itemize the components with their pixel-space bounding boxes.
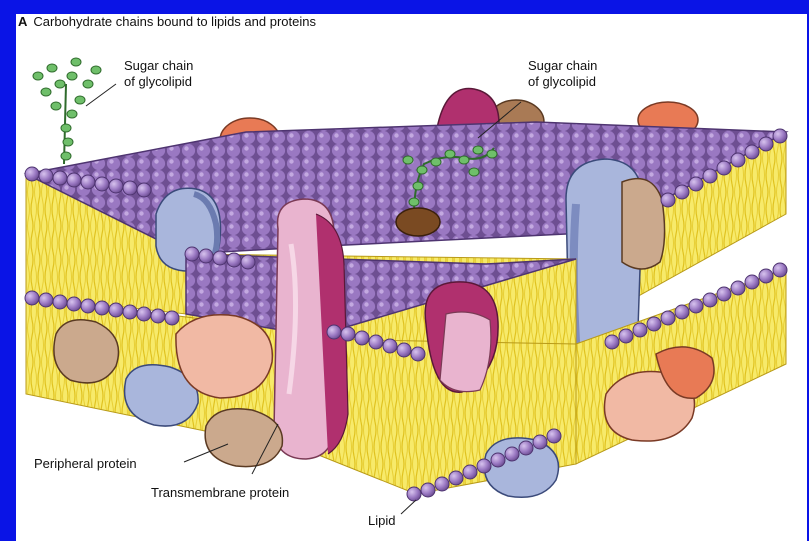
label-peripheral-protein: Peripheral protein (34, 456, 137, 472)
label-line-2: of glycolipid (528, 74, 597, 90)
label-lipid: Lipid (368, 513, 395, 529)
label-sugar-chain-right: Sugar chain of glycolipid (528, 58, 597, 90)
glycolipid-anchor (396, 208, 440, 236)
label-line-1: Sugar chain (124, 58, 193, 74)
sugar-chain-left (33, 58, 101, 164)
label-line-2: of glycolipid (124, 74, 193, 90)
label-transmembrane-protein: Transmembrane protein (151, 485, 289, 501)
protein-tan-right (622, 179, 665, 269)
label-sugar-chain-left: Sugar chain of glycolipid (124, 58, 193, 90)
label-line-1: Sugar chain (528, 58, 597, 74)
